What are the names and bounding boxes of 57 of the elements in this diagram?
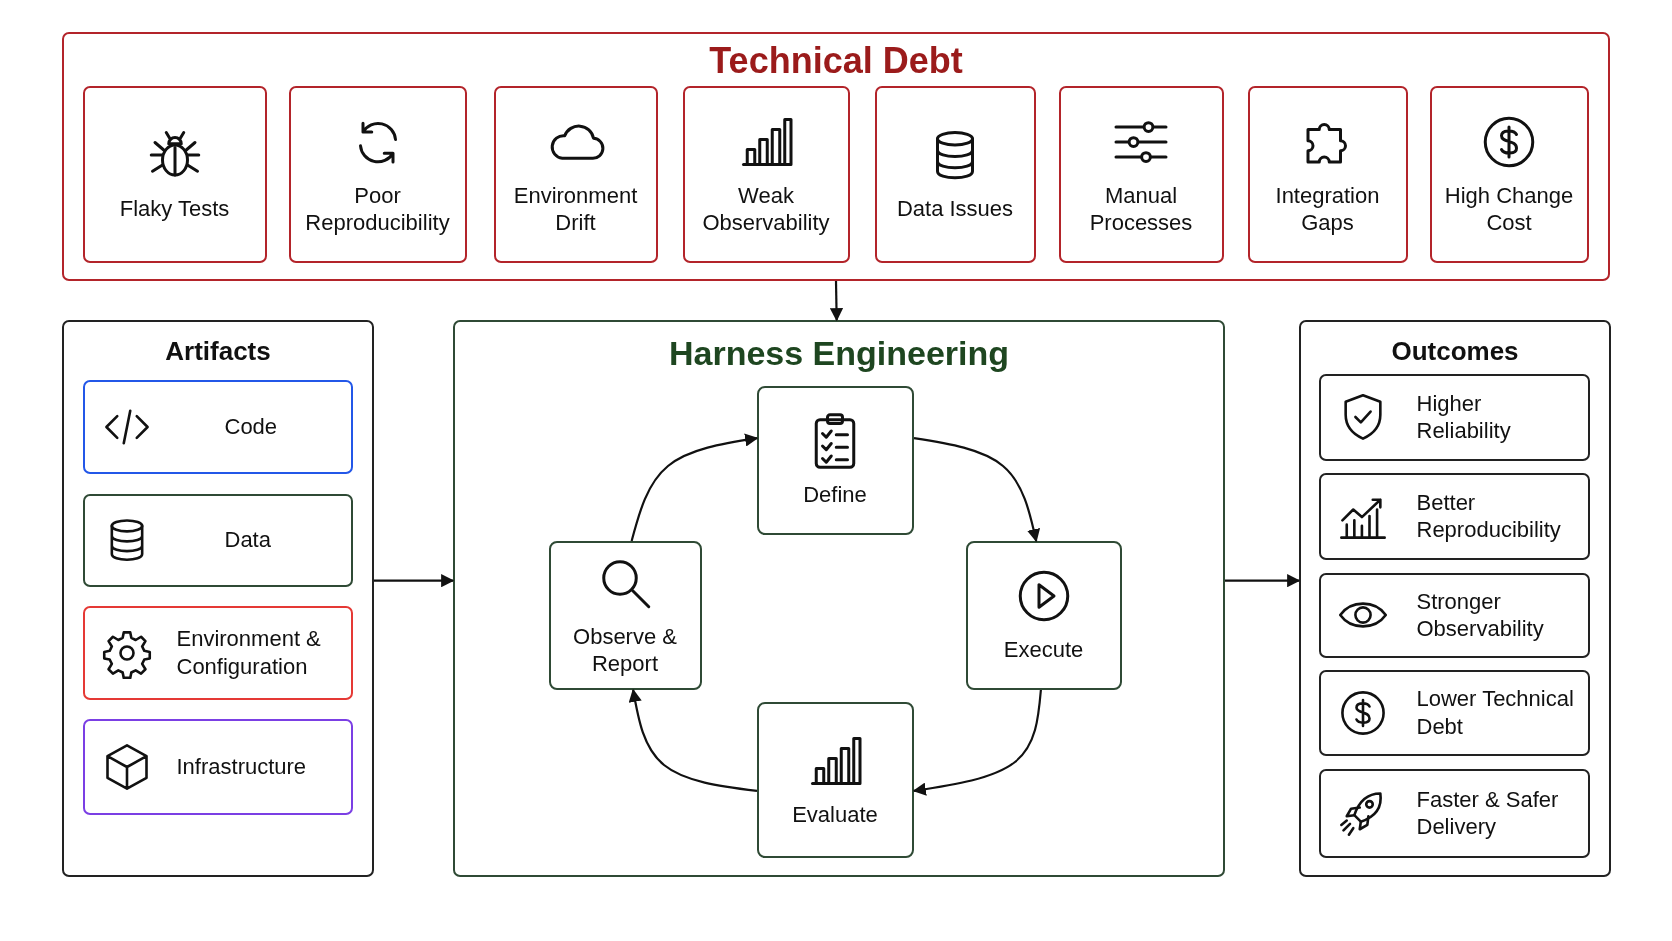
arrow bbox=[912, 689, 1042, 796]
stage-box bbox=[548, 540, 702, 690]
card-label: Define bbox=[803, 481, 867, 509]
debt-card bbox=[493, 85, 658, 263]
stage-box bbox=[756, 385, 914, 535]
debt-card bbox=[1247, 85, 1408, 263]
debt-card bbox=[288, 85, 467, 263]
card-label: Manual Processes bbox=[1088, 181, 1194, 237]
item-label: Stronger Observability bbox=[1416, 587, 1545, 643]
artifact-card bbox=[82, 493, 353, 587]
outcomes-panel bbox=[1299, 320, 1611, 877]
card-label: High Change Cost bbox=[1443, 181, 1575, 237]
panel-heading: Harness Engineering bbox=[667, 334, 1011, 373]
stage-box bbox=[756, 701, 914, 858]
card-label: Observe & Report bbox=[572, 622, 678, 678]
panel-heading: Artifacts bbox=[164, 336, 272, 367]
stage-box bbox=[965, 540, 1122, 690]
item-label: Better Reproducibility bbox=[1416, 488, 1562, 544]
debt-card bbox=[1058, 85, 1224, 263]
arrow bbox=[630, 433, 759, 542]
card-label: Poor Reproducibility bbox=[304, 181, 451, 237]
card-label: Evaluate bbox=[792, 800, 878, 829]
panel-heading: Outcomes bbox=[1390, 336, 1520, 367]
debt-card bbox=[1429, 85, 1589, 263]
harness-panel bbox=[453, 320, 1225, 877]
card-label: Flaky Tests bbox=[119, 195, 230, 223]
card-label: Weak Observability bbox=[701, 181, 831, 237]
item-label: Infrastructure bbox=[176, 752, 308, 781]
debt-card bbox=[82, 85, 267, 263]
artifacts-panel bbox=[62, 320, 374, 877]
artifact-card bbox=[82, 379, 353, 474]
outcome-card bbox=[1318, 373, 1590, 461]
arrow bbox=[829, 281, 844, 322]
outcome-card bbox=[1318, 572, 1590, 658]
outcome-card bbox=[1318, 669, 1590, 756]
card-label: Environment Drift bbox=[512, 181, 639, 237]
arrow bbox=[913, 437, 1041, 543]
debt-card bbox=[682, 85, 850, 263]
debt-panel bbox=[62, 32, 1610, 281]
card-label: Integration Gaps bbox=[1274, 181, 1381, 237]
item-label: Environment & Configuration bbox=[176, 625, 322, 680]
card-label: Execute bbox=[1003, 636, 1084, 664]
arrow bbox=[628, 688, 758, 792]
item-label: Lower Technical Debt bbox=[1416, 685, 1575, 740]
panel-heading: Technical Debt bbox=[708, 40, 964, 82]
item-label: Higher Reliability bbox=[1416, 389, 1512, 445]
artifact-card bbox=[82, 605, 353, 700]
arrow bbox=[1225, 574, 1301, 588]
debt-card bbox=[874, 85, 1036, 263]
item-label: Code bbox=[224, 412, 279, 441]
item-label: Data bbox=[224, 526, 272, 554]
outcome-card bbox=[1318, 472, 1590, 560]
arrow bbox=[374, 574, 455, 588]
card-label: Data Issues bbox=[896, 195, 1014, 223]
outcome-card bbox=[1318, 768, 1590, 858]
item-label: Faster & Safer Delivery bbox=[1416, 785, 1560, 841]
artifact-card bbox=[82, 718, 353, 815]
